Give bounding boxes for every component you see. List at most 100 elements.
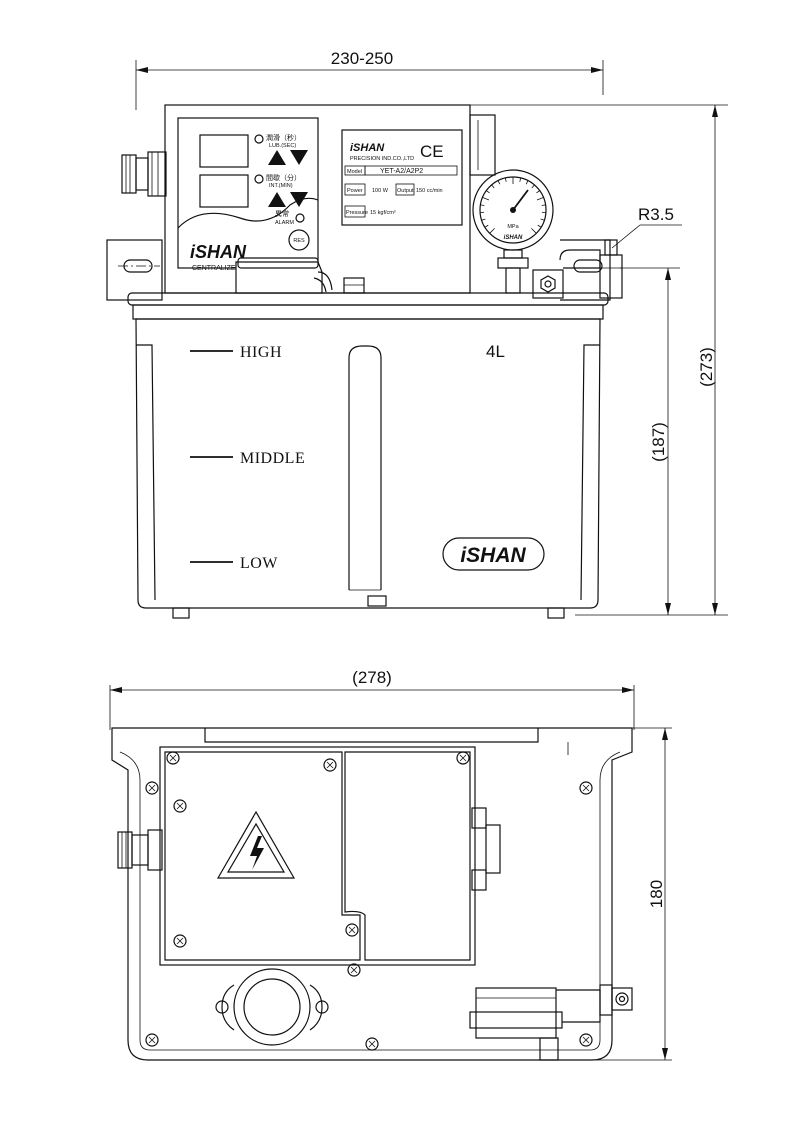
screw-icon	[166, 751, 180, 765]
fitting-radius-label: R3.5	[638, 205, 674, 224]
connector-plug	[235, 257, 333, 294]
capacity-label: 4L	[486, 342, 505, 361]
lub-led	[254, 134, 264, 144]
pressure-label: Pressure	[346, 210, 368, 216]
model-label: Model	[347, 169, 362, 175]
level-middle-label: MIDDLE	[240, 450, 305, 467]
screw-icon	[173, 934, 187, 948]
bottom-depth-label: 180	[647, 880, 666, 908]
gauge-tick	[484, 224, 489, 228]
gauge-tick	[480, 204, 485, 206]
int-label-cn: 間歇（分）	[266, 173, 301, 182]
fill-cap	[215, 968, 329, 1046]
gauge-tick	[489, 228, 495, 234]
screw-icon	[579, 781, 593, 795]
ce-mark: CE	[420, 142, 444, 161]
gauge-tick	[537, 224, 542, 228]
height-dimensions: (273) (187)	[470, 104, 728, 616]
gauge-tick	[536, 197, 544, 201]
int-up-button[interactable]	[268, 192, 286, 207]
panel-logo: iSHAN	[190, 242, 247, 262]
gauge-brand: iSHAN	[504, 235, 523, 241]
power-label: Power	[347, 188, 363, 194]
total-height-label: (273)	[697, 347, 716, 387]
plan-cable-gland	[117, 829, 163, 871]
plan-outline	[111, 727, 633, 1061]
screw-icon	[145, 781, 159, 795]
lub-display	[199, 134, 249, 168]
top-width-label: 230-250	[331, 49, 393, 68]
high-voltage-warning-icon	[216, 810, 296, 879]
gauge-tick	[525, 180, 529, 185]
vent-cap	[343, 277, 365, 294]
alarm-label-en: ALARM	[275, 220, 294, 226]
plan-view: (278) 180	[109, 668, 672, 1061]
int-display	[199, 174, 249, 208]
level-marks: HIGH MIDDLE LOW 4L	[190, 342, 505, 572]
bottom-width-dimension: (278)	[109, 668, 635, 730]
panel-brand-tag: CENTRALIZE	[192, 265, 236, 272]
tank-lid	[127, 292, 609, 306]
gauge-tick	[540, 218, 545, 221]
gauge-tick	[486, 190, 490, 194]
alarm-label-cn: 異常	[275, 209, 289, 218]
gauge-tick	[536, 190, 540, 194]
bottom-width-label: (278)	[352, 668, 392, 687]
plan-outlet	[469, 984, 633, 1061]
motor-side-box	[469, 114, 496, 176]
tank-flange	[132, 304, 604, 320]
gauge-tick	[482, 197, 490, 201]
pressure-value: 15 kgf/cm²	[370, 210, 396, 216]
level-high-label: HIGH	[240, 344, 282, 361]
lub-down-button[interactable]	[290, 150, 308, 165]
gauge-tick	[531, 184, 535, 189]
gauge-tick	[491, 184, 495, 189]
pressure-gauge: MPa iSHAN	[472, 169, 554, 294]
screw-icon	[323, 758, 337, 772]
tank-height-label: (187)	[649, 422, 668, 462]
control-panel: 潤滑（秒） LUB.(SEC) 間歇（分） INT.(MIN) 異常 ALARM…	[177, 117, 319, 272]
int-down-button[interactable]	[290, 192, 308, 207]
gauge-tick	[541, 204, 546, 206]
output-value: 150 cc/min	[416, 188, 443, 194]
fitting-radius-callout: R3.5	[611, 205, 682, 249]
motor-cover	[159, 746, 501, 966]
top-width-dimension: 230-250	[135, 49, 604, 110]
int-label-en: INT.(MIN)	[269, 183, 293, 189]
lub-label-en: LUB.(SEC)	[269, 143, 296, 149]
lub-label-cn: 潤滑（秒）	[266, 133, 301, 142]
gauge-tick	[504, 177, 507, 182]
gauge-tick	[519, 177, 522, 182]
front-view: 230-250 (273) (187) R3.5	[106, 49, 728, 619]
reset-button[interactable]	[288, 229, 310, 251]
tank-logo: iSHAN	[442, 537, 545, 571]
gauge-tick	[497, 180, 501, 185]
plan-screws	[145, 751, 593, 1051]
nameplate: iSHAN PRECISION IND.CO.,LTD CE Model YET…	[341, 129, 463, 226]
level-low-label: LOW	[240, 555, 278, 572]
int-led	[254, 174, 264, 184]
reset-label: RES	[293, 238, 305, 244]
left-mount-bracket	[106, 239, 163, 301]
alarm-led	[295, 213, 305, 223]
output-label: Output	[397, 188, 414, 194]
gauge-tick	[531, 228, 537, 234]
oil-tank	[135, 318, 601, 619]
lub-up-button[interactable]	[268, 150, 286, 165]
gauge-tick	[481, 218, 486, 221]
nameplate-company: PRECISION IND.CO.,LTD	[350, 156, 414, 162]
cable-gland	[121, 151, 167, 197]
screw-icon	[173, 799, 187, 813]
screw-icon	[579, 1033, 593, 1047]
outlet-fitting	[532, 239, 623, 299]
nameplate-brand: iSHAN	[350, 142, 385, 154]
screw-icon	[145, 1033, 159, 1047]
screw-icon	[365, 1037, 379, 1051]
screw-icon	[347, 963, 361, 977]
tank-logo-text: iSHAN	[460, 544, 526, 567]
model-value: YET-A2/A2P2	[380, 168, 423, 175]
screw-icon	[456, 751, 470, 765]
screw-icon	[345, 923, 359, 937]
gauge-unit: MPa	[507, 224, 519, 230]
